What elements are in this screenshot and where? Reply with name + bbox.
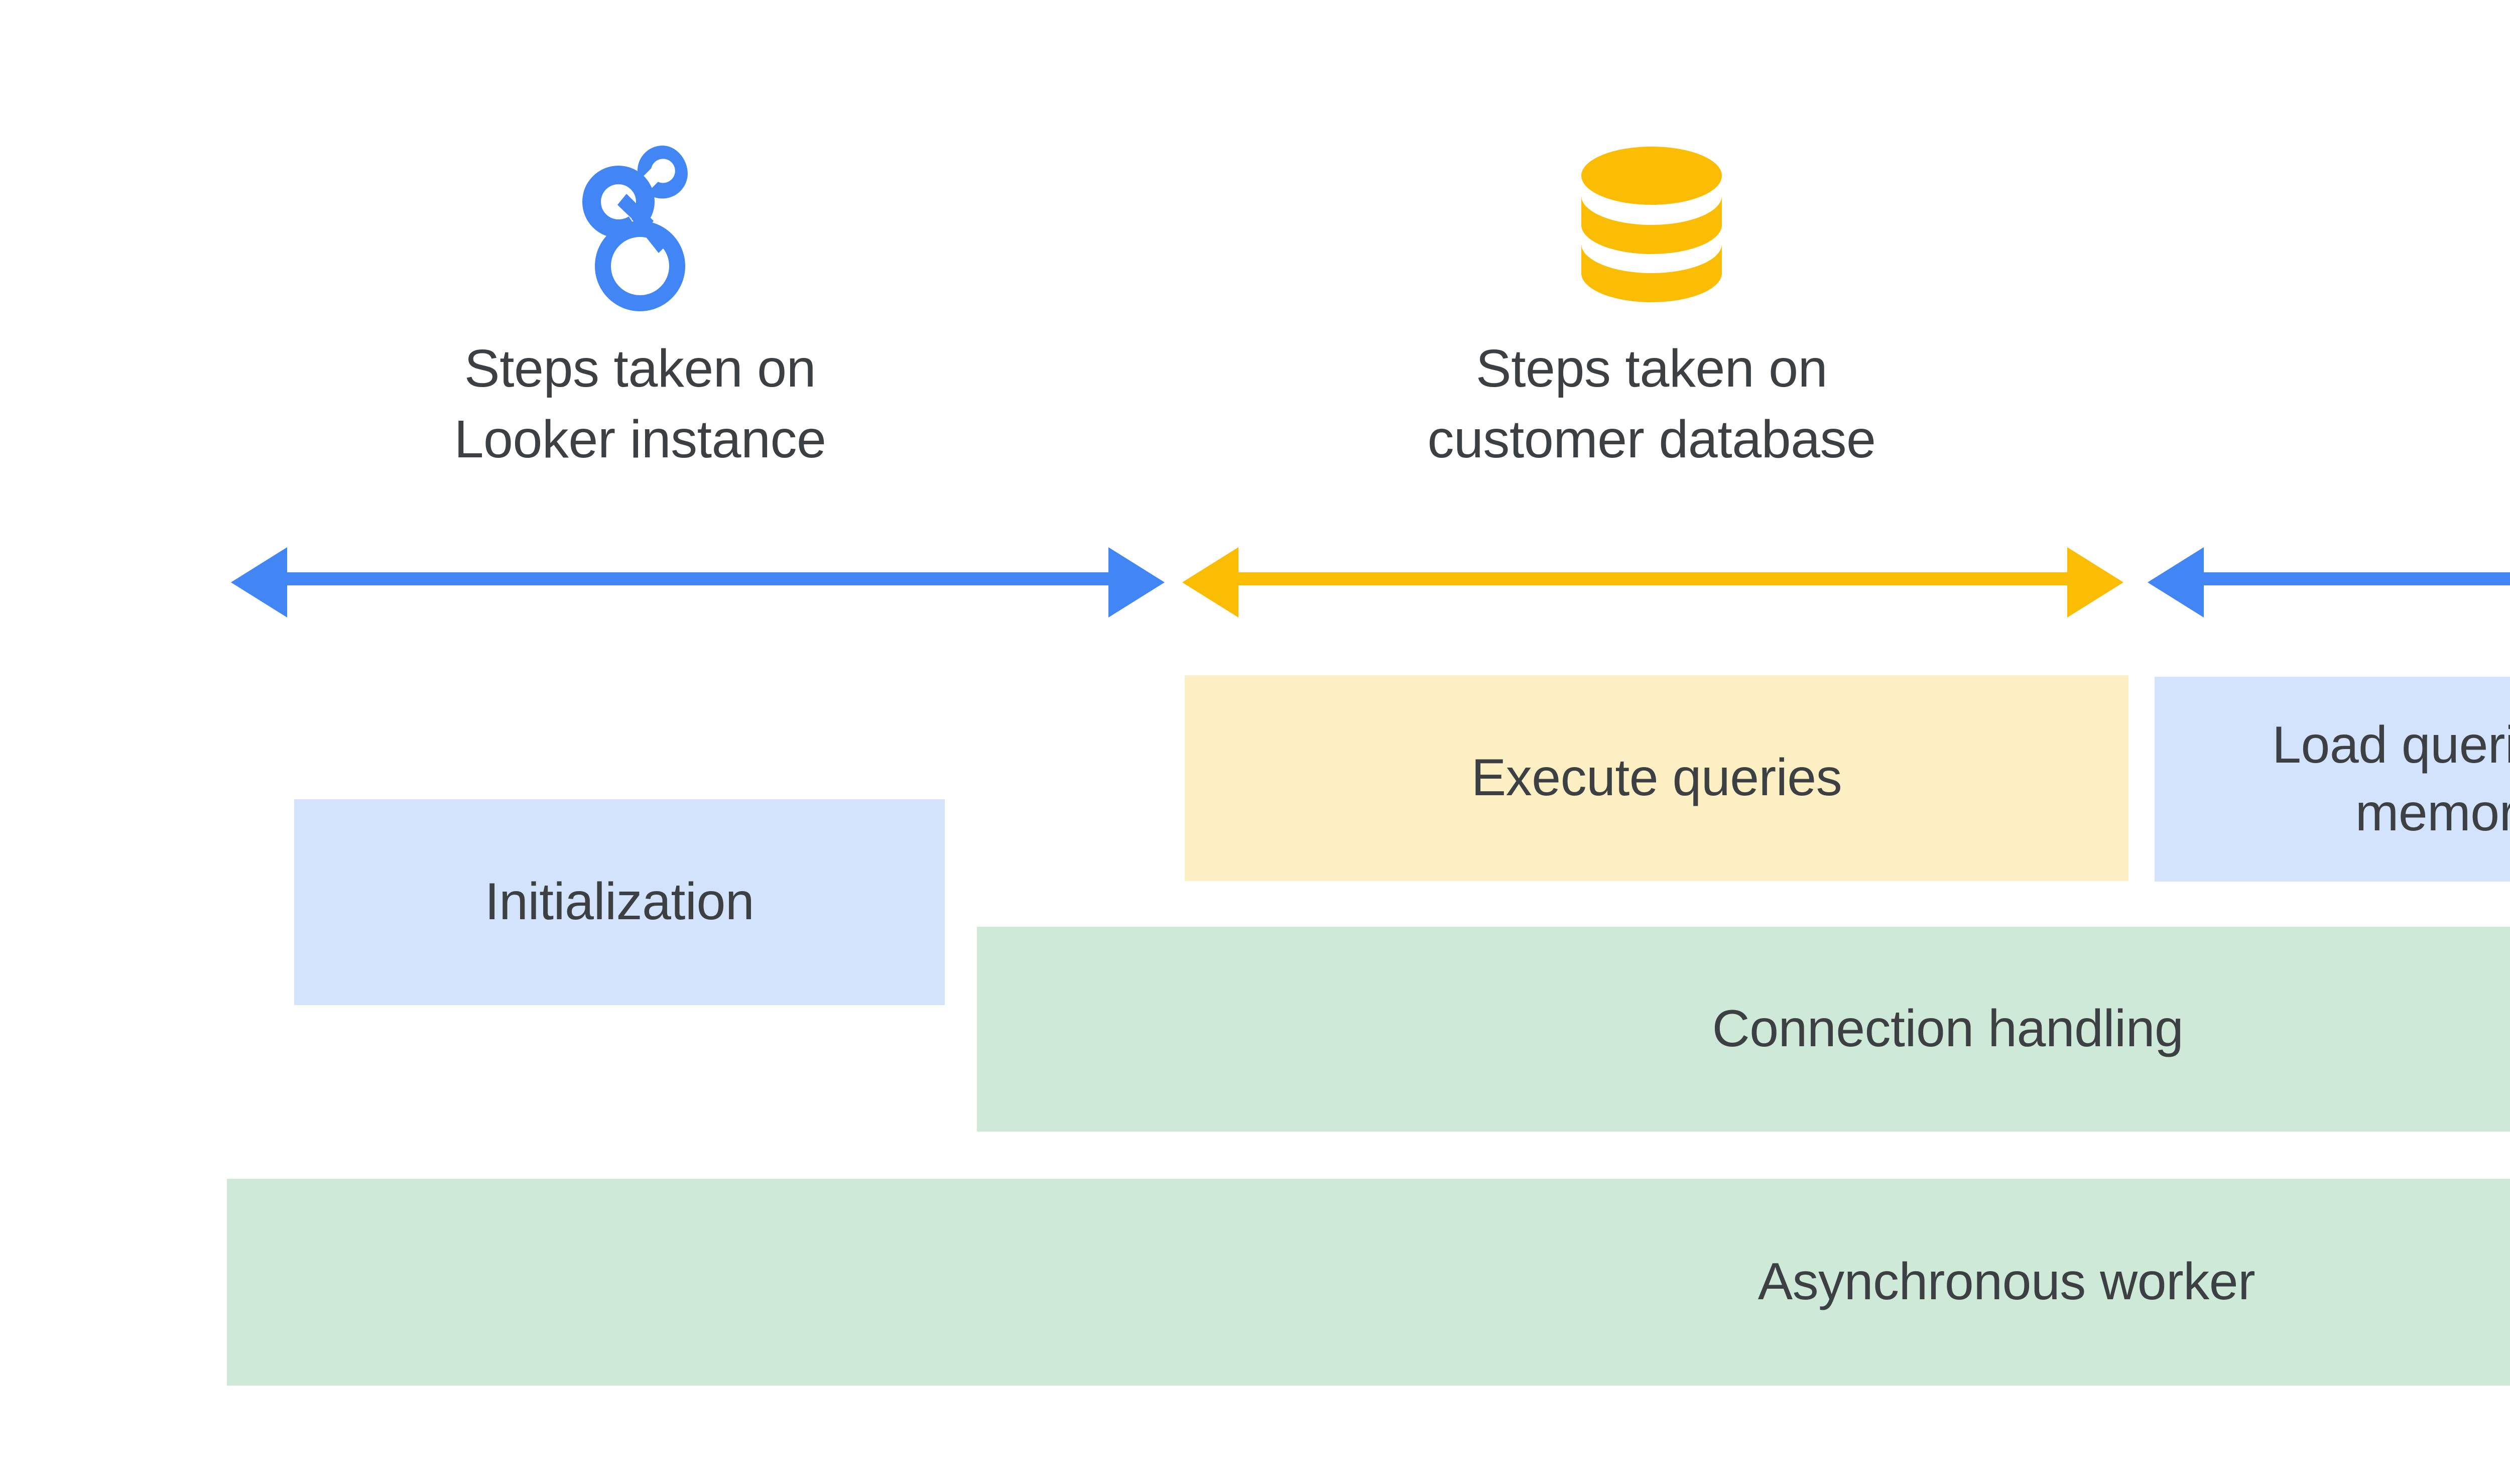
process-box-initialization[interactable]: Initialization (294, 799, 945, 1005)
process-box-connection-handling[interactable]: Connection handling (977, 927, 2510, 1132)
legend-group-looker-left: Steps taken on Looker instance (397, 146, 884, 475)
process-box-label: Asynchronous worker (1758, 1253, 2255, 1311)
process-box-execute-queries[interactable]: Execute queries (1185, 675, 2128, 881)
legend-caption: Steps taken on Looker instance (454, 339, 826, 469)
legend-group-database: Steps taken on customer database (1355, 146, 1948, 475)
legend-caption: Steps taken on customer database (1427, 339, 1876, 469)
process-box-label: Execute queries (1471, 749, 1842, 807)
process-box-asynchronous-worker[interactable]: Asynchronous worker (227, 1179, 2510, 1386)
process-box-label: Initialization (484, 873, 755, 931)
database-icon (1576, 146, 1727, 316)
span-arrow-looker-left (231, 547, 1165, 617)
looker-logo-icon (582, 146, 698, 316)
process-box-label: Connection handling (1712, 1000, 2184, 1058)
process-box-label: Load queries in memory (2272, 715, 2510, 842)
span-arrow-database (1182, 547, 2123, 617)
span-arrow-looker-right (2148, 547, 2510, 617)
process-box-load-queries-memory[interactable]: Load queries in memory (2155, 677, 2510, 882)
